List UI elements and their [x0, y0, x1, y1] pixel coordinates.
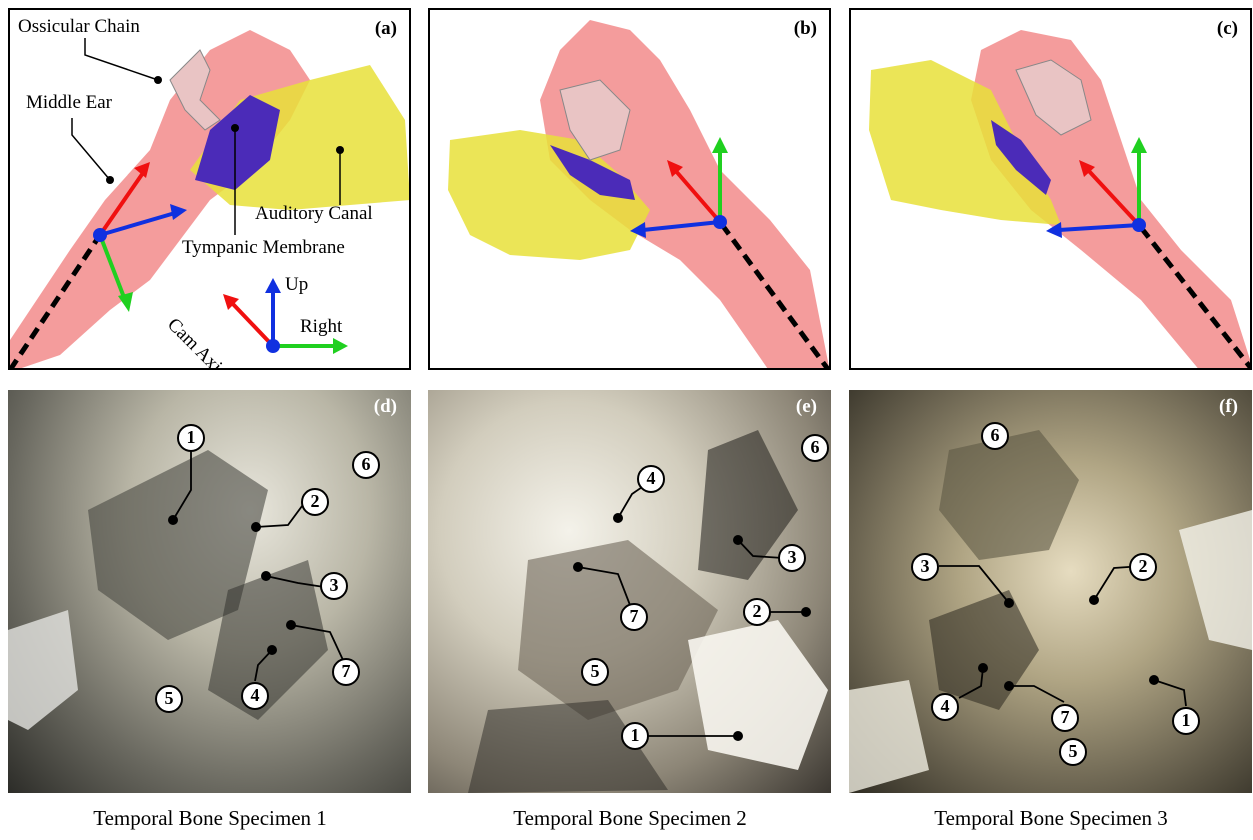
panel-label: (f)	[1219, 396, 1238, 418]
caption-specimen-2: Temporal Bone Specimen 2	[440, 806, 820, 831]
marker-6: 6	[352, 451, 380, 479]
panel-label: (a)	[375, 18, 397, 40]
panel-a-render	[10, 10, 411, 370]
panel-label: (c)	[1217, 18, 1238, 40]
caption-specimen-1: Temporal Bone Specimen 1	[20, 806, 400, 831]
middle-ear-label: Middle Ear	[26, 92, 112, 114]
tympanic-membrane-label: Tympanic Membrane	[182, 237, 345, 259]
marker-6: 6	[801, 434, 829, 462]
panel-c: (c)	[849, 8, 1252, 370]
panel-d: (d) 1 2 3 4 5 6 7	[8, 390, 411, 793]
marker-2: 2	[743, 598, 771, 626]
marker-2: 2	[301, 488, 329, 516]
marker-7: 7	[332, 658, 360, 686]
ossicular-chain-label: Ossicular Chain	[18, 16, 140, 38]
panel-label: (e)	[796, 396, 817, 418]
panel-label: (b)	[794, 18, 817, 40]
marker-5: 5	[581, 658, 609, 686]
marker-3: 3	[911, 553, 939, 581]
marker-4: 4	[637, 465, 665, 493]
panel-a: (a) Ossicular Chain Middle Ear Auditory …	[8, 8, 411, 370]
panel-label: (d)	[374, 396, 397, 418]
marker-1: 1	[177, 424, 205, 452]
marker-1: 1	[1172, 707, 1200, 735]
panel-e: (e) 1 2 3 4 5 6 7	[428, 390, 831, 793]
up-label: Up	[285, 274, 308, 296]
marker-5: 5	[155, 685, 183, 713]
marker-6: 6	[981, 422, 1009, 450]
panel-c-render	[851, 10, 1252, 370]
caption-specimen-3: Temporal Bone Specimen 3	[861, 806, 1241, 831]
marker-7: 7	[620, 603, 648, 631]
marker-1: 1	[621, 722, 649, 750]
marker-2: 2	[1129, 553, 1157, 581]
panel-f: (f) 1 2 3 4 5 6 7	[849, 390, 1252, 793]
panel-d-render	[8, 390, 411, 793]
marker-7: 7	[1051, 704, 1079, 732]
panel-b-render	[430, 10, 831, 370]
panel-b: (b)	[428, 8, 831, 370]
auditory-canal-label: Auditory Canal	[255, 203, 373, 225]
marker-4: 4	[241, 682, 269, 710]
marker-3: 3	[320, 572, 348, 600]
marker-4: 4	[931, 693, 959, 721]
marker-3: 3	[778, 544, 806, 572]
marker-5: 5	[1059, 738, 1087, 766]
right-label: Right	[300, 316, 342, 338]
